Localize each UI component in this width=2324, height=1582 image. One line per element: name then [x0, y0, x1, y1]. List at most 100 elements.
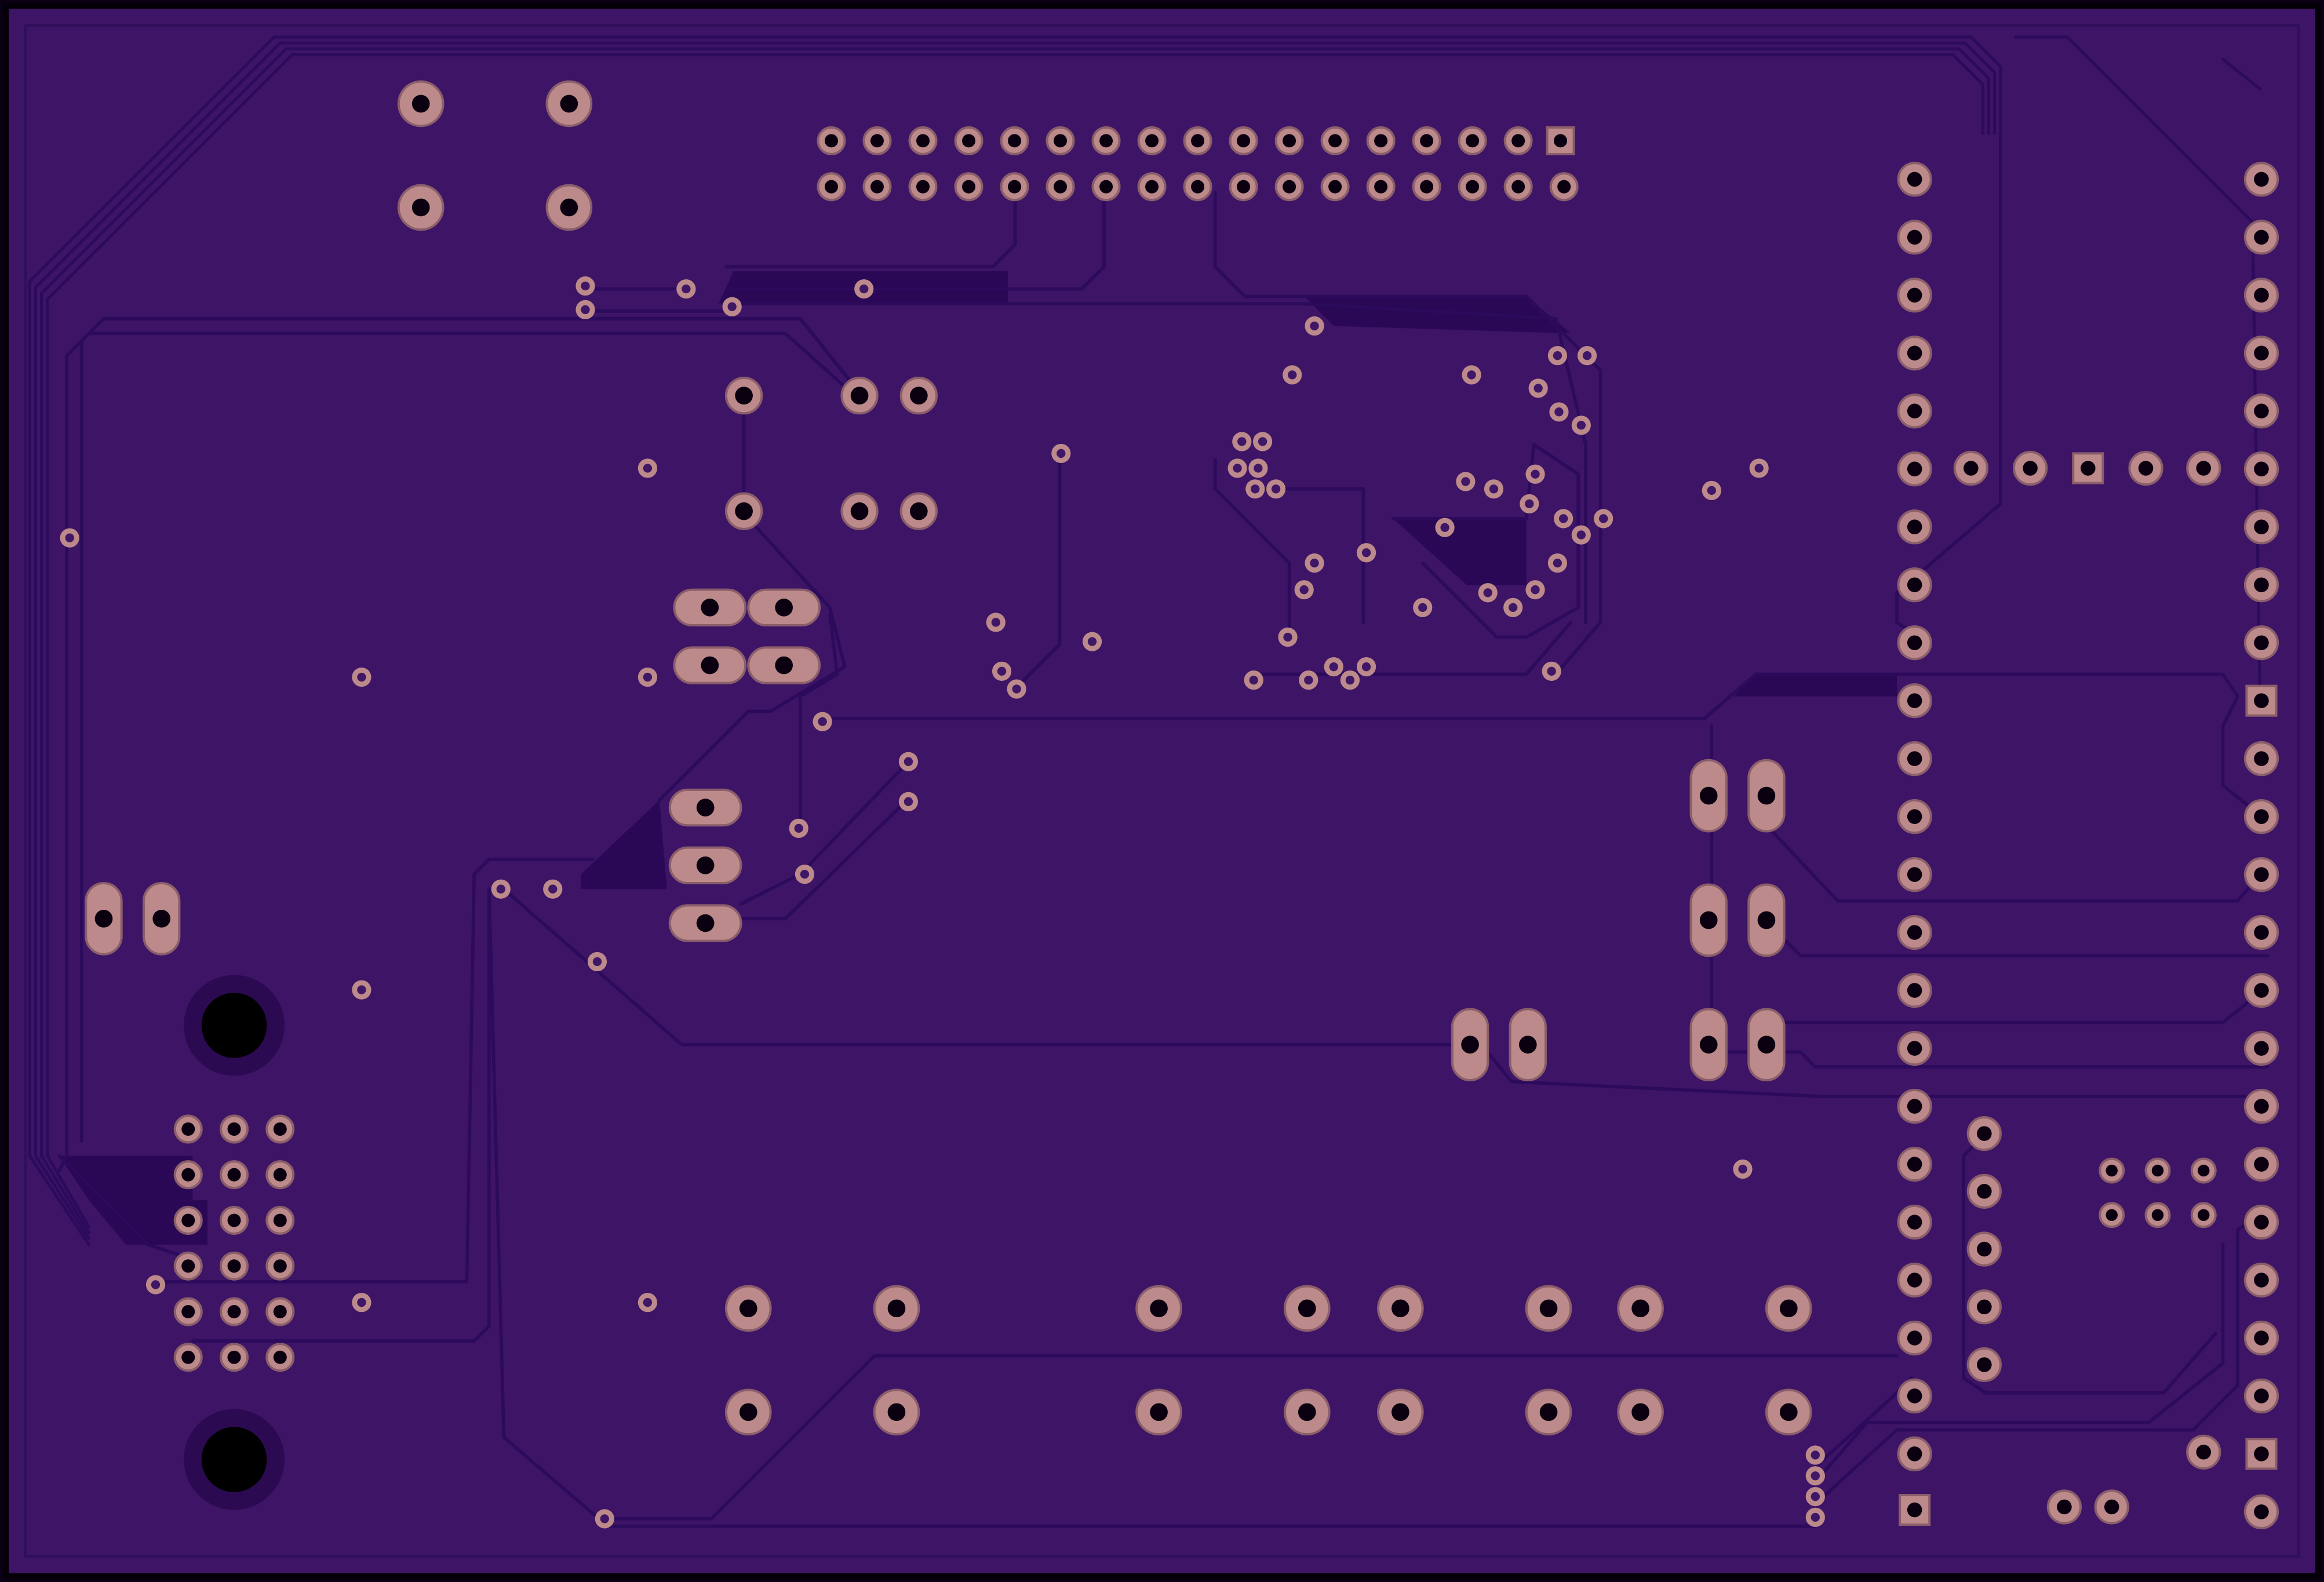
module-pin [1897, 162, 1932, 197]
copper-trace [1420, 443, 1580, 639]
header-pin [908, 172, 938, 202]
oval-pad-vertical [1747, 759, 1786, 833]
small-header-pin [2190, 1157, 2217, 1184]
via [1525, 464, 1545, 484]
perimeter-trace [28, 35, 276, 1246]
module-pin [2243, 278, 2279, 313]
via [491, 879, 511, 899]
perimeter-trace [46, 53, 294, 1229]
via [543, 879, 563, 899]
copper-trace [57, 316, 105, 1172]
via [1278, 627, 1298, 647]
connector-pin [265, 1297, 295, 1326]
copper-trace [1895, 132, 2002, 639]
via [1305, 553, 1324, 573]
via [1462, 365, 1481, 385]
sensor-pin [2012, 450, 2048, 486]
perimeter-trace [272, 35, 2002, 135]
module-pin [1897, 1378, 1932, 1414]
module-pin [2243, 625, 2279, 661]
small-pad [2186, 1434, 2221, 1470]
via [1299, 670, 1318, 690]
via [1435, 517, 1455, 537]
copper-trace [57, 1154, 195, 1262]
copper-trace [191, 887, 491, 1343]
perimeter-trace [2221, 57, 2261, 90]
via [1478, 583, 1498, 603]
header-pin [1503, 172, 1533, 202]
via [1082, 632, 1102, 651]
copper-trace [487, 887, 1817, 1528]
via [722, 297, 742, 316]
header-pin [1091, 126, 1121, 155]
trace-layer [28, 35, 2270, 1528]
via [575, 276, 595, 296]
header-pin [1000, 126, 1029, 155]
module-pin [1897, 336, 1932, 371]
connector-pin [265, 1251, 295, 1281]
module-pin [2243, 451, 2279, 487]
via [1571, 525, 1591, 545]
module-pin [1897, 393, 1932, 429]
via [1051, 443, 1071, 464]
connector-pin [173, 1343, 203, 1372]
module-pin [1897, 1146, 1932, 1182]
via [676, 279, 696, 299]
module-pin [1897, 972, 1932, 1008]
oval-pad-horizontal [668, 904, 742, 942]
terminal-pad [724, 1388, 772, 1436]
terminal-pad [1135, 1388, 1182, 1436]
header-pin [817, 126, 846, 155]
via [1252, 432, 1273, 451]
oval-pad-vertical [1689, 759, 1728, 833]
via [1702, 480, 1721, 500]
module-pin [2243, 1320, 2279, 1356]
via [986, 613, 1006, 632]
small-header-pin [2099, 1157, 2125, 1184]
perimeter-trace [34, 41, 282, 1241]
module-pin [1897, 1204, 1932, 1240]
oval-pad-vertical [1747, 1008, 1786, 1082]
module-pin [2243, 393, 2279, 429]
via [638, 667, 658, 687]
copper-trace [1480, 1042, 2270, 1099]
via [854, 279, 874, 299]
header-pin [1183, 172, 1212, 202]
header-pin [1229, 172, 1258, 202]
connector-pin [173, 1160, 203, 1190]
header-pin [954, 126, 983, 155]
module-pin [1897, 799, 1932, 834]
module-pin [2243, 972, 2279, 1008]
via [1356, 657, 1376, 677]
copper-trace [1769, 828, 2262, 903]
module-pin-square [2245, 684, 2278, 717]
terminal-pad [1377, 1388, 1424, 1436]
via [1542, 661, 1561, 681]
module-pin [2243, 1494, 2279, 1530]
perimeter-trace [290, 53, 1984, 135]
copper-trace [1776, 991, 2262, 1025]
via [1733, 1159, 1753, 1179]
via [1520, 494, 1539, 514]
module-pin [1897, 451, 1932, 487]
pad-layer [60, 80, 2279, 1530]
via [789, 818, 808, 838]
via [1305, 316, 1324, 336]
mounting-hole [184, 1409, 285, 1510]
switch-pad [397, 80, 445, 127]
via [1571, 415, 1591, 435]
header-pin [1503, 126, 1533, 155]
component-pad [724, 492, 763, 530]
oval-pad-vertical [143, 881, 181, 956]
copper-pour-right [1733, 674, 1897, 697]
header-pin [1412, 172, 1441, 202]
terminal-pad [1617, 1285, 1664, 1332]
header-pin [1183, 126, 1212, 155]
header-pin [1091, 172, 1121, 202]
oval-pad-vertical [1689, 1008, 1728, 1082]
jumper-pin [1966, 1231, 2002, 1267]
oval-pad-vertical [1747, 883, 1786, 957]
terminal-pad [1765, 1388, 1812, 1436]
via [60, 528, 79, 548]
via [1547, 553, 1568, 573]
